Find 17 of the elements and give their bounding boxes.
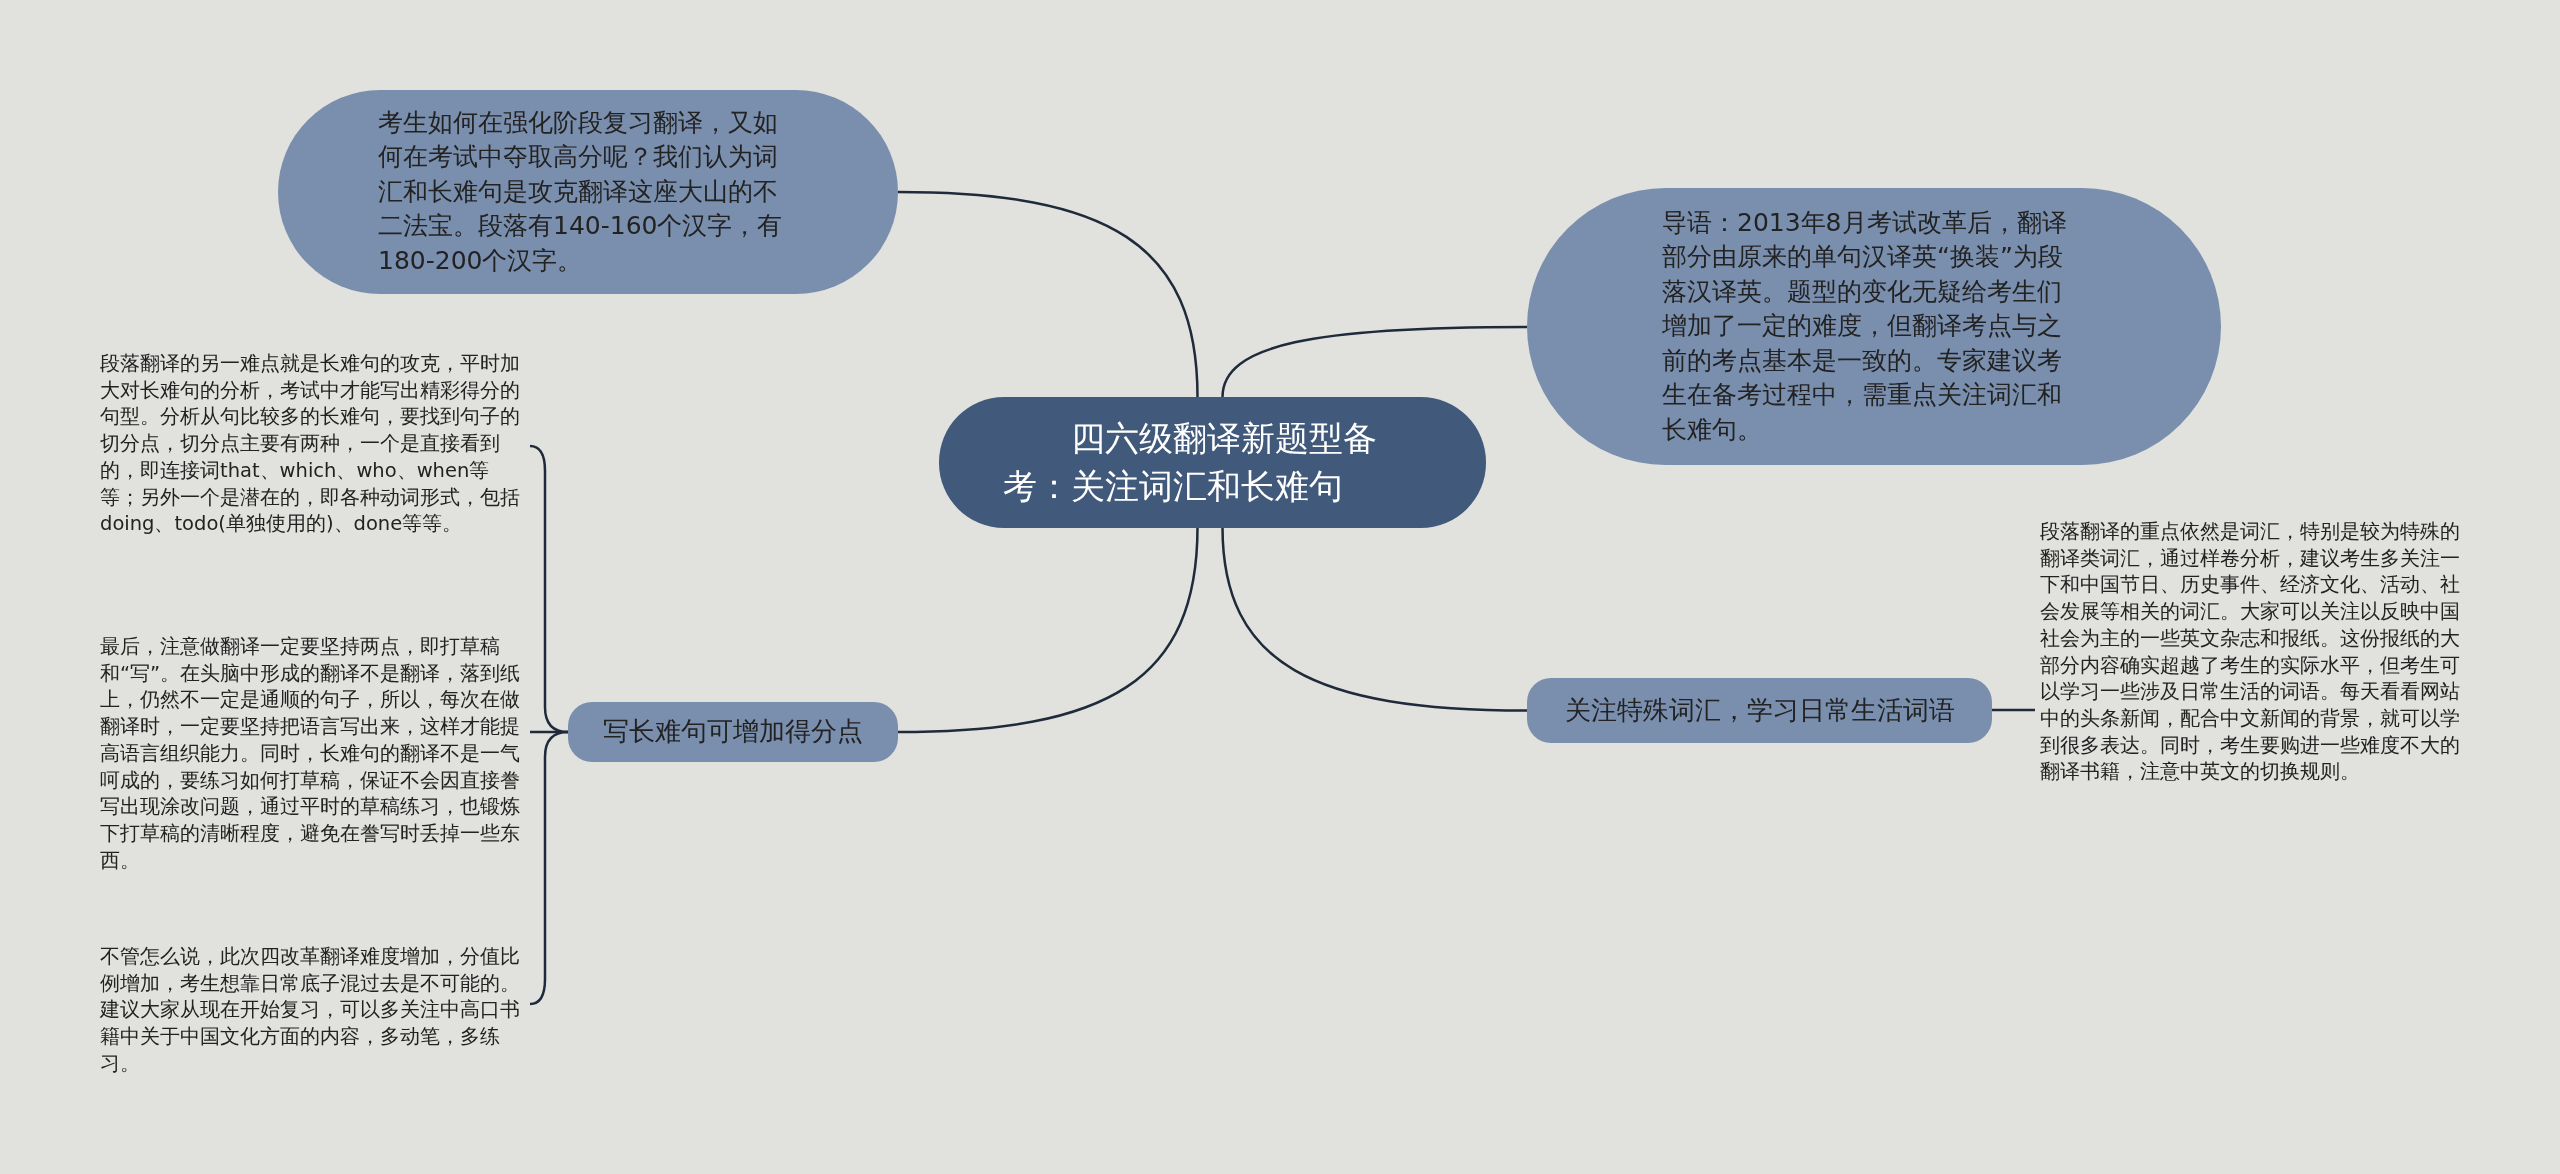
branch-text: 写长难句可增加得分点 [603,715,863,749]
branch-box [568,702,898,762]
note-text: 不管怎么说，此次四改革翻译难度增加，分值比例增加，考生想靠日常底子混过去是不可能的。建议大家从现在开始复习，可以多关注中高口书籍中关于中国文化方面的内容，多动笔，多练习。 [100,944,525,1079]
connector-line [1221,526,1528,712]
note-text: 段落翻译的重点依然是词汇，特别是较为特殊的翻译类词汇，通过样卷分析，建议考生多关注一下和中国节日、历史事件、经济文化、活动、社会发展等相关的词汇。大家可以关注以反映中国社会为主的一些英文杂志和报纸。这份报纸的大部分内容确实超越了考生的实际水平，但考生可以学习一些涉及日常生活的词语。每天看看网站中的头条新闻，配合中文新闻的背景，就可以学到很多表达。同时，考生要购进一些难度不大的翻译书籍，注意中英文的切换规则。 [2040,519,2470,899]
topic-text: 四六级翻译新题型备考：关注词汇和长难句 [1002,417,1378,508]
connector-line [1221,325,1527,398]
connector-line [529,730,569,1006]
branch-box [1527,678,1992,743]
connector-line [1992,708,2035,712]
note-text: 最后，注意做翻译一定要坚持两点，即打草稿和“写”。在头脑中形成的翻译不是翻译，落到纸上，仍然不一定是通顺的句子，所以，每次在做翻译时，一定要坚持把语言写出来，这样才能提高语言组织能力。同时，长难句的翻译不是一气呵成的，要练习如何打草稿，保证不会因直接誊写出现涂改问题，通过平时的草稿练习，也锻炼下打草稿的清晰程度，避免在誊写时丢掉一些东西。 [100,634,525,879]
connector-line [897,526,1199,734]
connector-line [897,190,1199,398]
branch-text: 关注特殊词汇，学习日常生活词语 [1564,693,1955,727]
bubble-text: 导语：2013年8月考试改革后，翻译部分由原来的单句汉译英“换装”为段落汉译英。题型的变化无疑给考生们增加了一定的难度，但翻译考点与之前的考点基本是一致的。专家建议考生在备考过程中，需重点关注词汇和长难句。 [1662,206,2068,446]
note-text: 段落翻译的另一难点就是长难句的攻克，平时加大对长难句的分析，考试中才能写出精彩得分的句型。分析从句比较多的长难句，要找到句子的切分点，切分点主要有两种，一个是直接看到的，即连接词that、which、who、when等等；另外一个是潜在的，即各种动词形式，包括doing、todo(单独使用的)、done等等。 [100,351,525,566]
bubble-text: 考生如何在强化阶段复习翻译，又如何在考试中夺取高分呢？我们认为词汇和长难句是攻克翻译这座大山的不二法宝。段落有140-160个汉字，有180-200个汉字。 [378,106,784,277]
